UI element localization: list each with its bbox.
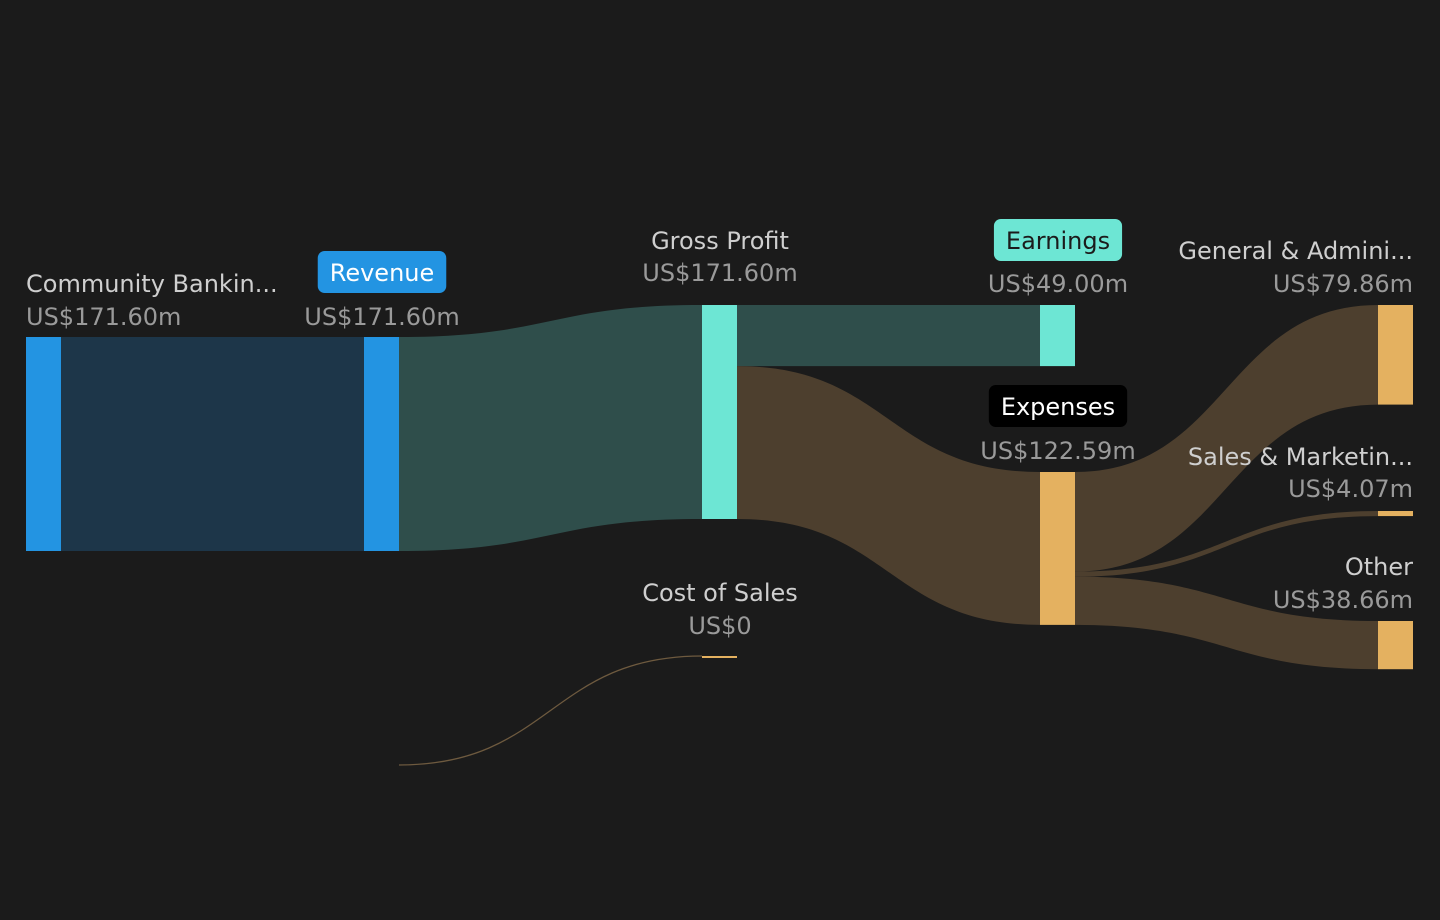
general-admin-value: US$79.86m [1273, 270, 1413, 298]
link-expenses-to-ga [1075, 305, 1378, 572]
expenses-badge [988, 385, 1128, 427]
gross-profit-value: US$171.60m [642, 259, 797, 287]
gross-profit-label: Gross Profit [651, 227, 789, 255]
sales-marketing-label: Sales & Marketin... [1188, 443, 1413, 471]
expenses-value: US$122.59m [980, 437, 1135, 465]
expenses-badge-label: Expenses [1001, 393, 1115, 421]
earnings-value: US$49.00m [988, 270, 1128, 298]
sankey-labels: Community Bankin...US$171.60mRevenueUS$1… [26, 219, 1413, 640]
sankey-links [61, 305, 1378, 766]
link-expenses-to-sm [1075, 511, 1378, 577]
expenses-node [1040, 472, 1075, 625]
revenue-value: US$171.60m [304, 303, 459, 331]
other-node [1378, 621, 1413, 670]
gross-profit-node [702, 305, 737, 519]
link-revenue-to-gross-profit [399, 305, 702, 551]
earnings-badge [993, 219, 1123, 261]
cost-of-sales-label: Cost of Sales [642, 579, 798, 607]
link-gross-profit-to-expenses [737, 366, 1040, 625]
sales-marketing-node [1378, 511, 1413, 517]
other-value: US$38.66m [1273, 586, 1413, 614]
link-expenses-to-other [1075, 576, 1378, 670]
community-label: Community Bankin... [26, 270, 278, 298]
link-gross-profit-to-earnings [737, 305, 1040, 367]
revenue-badge-label: Revenue [330, 259, 435, 287]
link-community-to-revenue [61, 337, 364, 551]
cost-of-sales-node [702, 656, 737, 658]
earnings-badge-label: Earnings [1006, 227, 1110, 255]
community-value: US$171.60m [26, 303, 181, 331]
sales-marketing-value: US$4.07m [1288, 475, 1413, 503]
earnings-node [1040, 305, 1075, 367]
cost-of-sales-value: US$0 [688, 612, 751, 640]
general-admin-node [1378, 305, 1413, 405]
revenue-badge [317, 251, 447, 293]
other-label: Other [1345, 553, 1413, 581]
community-node [26, 337, 61, 551]
general-admin-label: General & Admini... [1178, 237, 1413, 265]
link-revenue-to-cost-of-sales [398, 655, 703, 766]
sankey-nodes [26, 305, 1413, 670]
revenue-node [364, 337, 399, 551]
